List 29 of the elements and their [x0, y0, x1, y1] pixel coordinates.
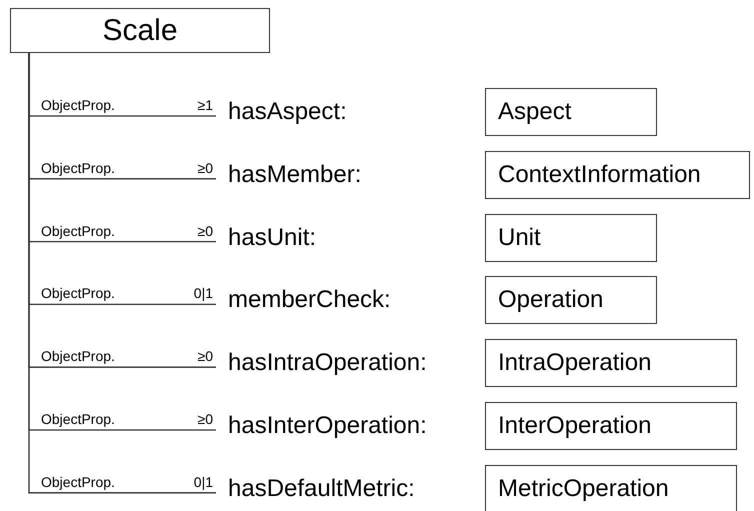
class-box: Aspect [485, 88, 657, 136]
class-box: MetricOperation [485, 464, 737, 511]
cardinality-label: ≥0 [198, 160, 213, 176]
property-name: hasUnit: [216, 224, 316, 252]
property-name: hasInterOperation: [216, 412, 427, 440]
cardinality-label: ≥1 [198, 97, 213, 113]
property-name: hasIntraOperation: [216, 349, 427, 378]
cardinality-label: 0|1 [194, 474, 213, 490]
property-name: hasMember: [216, 160, 362, 189]
class-box: Operation [485, 276, 657, 324]
edge-label: ObjectProp. [41, 222, 115, 239]
class-box: IntraOperation [485, 339, 737, 388]
edge-label: ObjectProp. [41, 97, 115, 113]
edge-label: ObjectProp. [41, 474, 115, 490]
cardinality-label: ≥0 [198, 411, 213, 427]
class-box: Unit [485, 214, 657, 262]
cardinality-label: ≥0 [198, 348, 213, 364]
class-box: InterOperation [485, 402, 737, 450]
cardinality-label: 0|1 [194, 285, 213, 302]
edge-label: ObjectProp. [41, 160, 115, 176]
property-name: hasAspect: [216, 98, 347, 126]
property-name: hasDefaultMetric: [216, 474, 415, 503]
property-name: memberCheck: [216, 286, 391, 314]
cardinality-label: ≥0 [198, 222, 213, 239]
edge-label: ObjectProp. [41, 348, 115, 364]
edge-label: ObjectProp. [41, 285, 115, 302]
class-box: ContextInformation [485, 150, 750, 199]
edge-label: ObjectProp. [41, 411, 115, 427]
class-box: Scale [10, 8, 270, 53]
